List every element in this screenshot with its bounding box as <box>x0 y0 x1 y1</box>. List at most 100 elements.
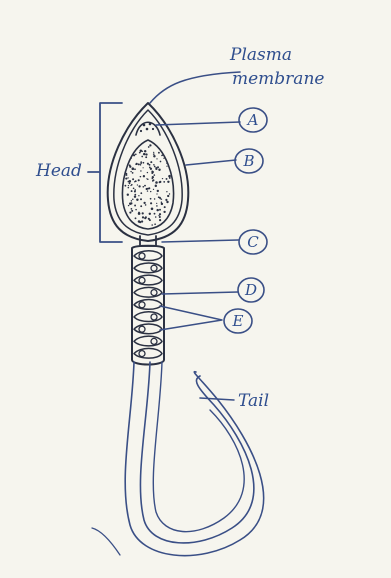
nucleus-speckle <box>149 213 151 215</box>
nucleus-speckle <box>156 203 157 204</box>
head-bracket <box>88 103 122 242</box>
mito-coil <box>134 312 162 322</box>
nucleus-speckle <box>150 191 151 192</box>
nucleus-speckle <box>140 176 142 178</box>
nucleus-speckle <box>154 213 156 215</box>
nucleus-speckle <box>135 217 137 219</box>
nucleus-speckle <box>142 151 143 152</box>
nucleus-speckle <box>163 211 165 213</box>
nucleus-speckle <box>140 162 142 164</box>
nucleus-speckle <box>128 187 130 189</box>
nucleus-speckle <box>150 198 152 200</box>
nucleus-speckle <box>156 205 158 207</box>
nucleus-speckle <box>153 179 155 181</box>
nucleus-speckle <box>166 166 167 167</box>
nucleus-speckle <box>151 171 153 173</box>
nucleus-speckle <box>156 158 157 159</box>
nucleus-speckle <box>161 203 163 205</box>
label-plasma: Plasma <box>229 45 292 65</box>
nucleus-speckle <box>157 166 159 168</box>
nucleus-speckle <box>133 154 135 156</box>
nucleus-speckle <box>135 164 136 165</box>
nucleus-speckle <box>137 184 138 185</box>
nucleus-speckle <box>143 153 145 155</box>
nucleus-speckle <box>166 191 167 192</box>
nucleus-speckle <box>131 210 133 212</box>
nucleus-outline <box>122 140 173 229</box>
mito-loop <box>151 290 157 296</box>
nucleus-speckle <box>132 172 134 174</box>
mito-loop <box>139 277 145 283</box>
mito-coil <box>134 348 162 358</box>
nucleus-speckle <box>139 152 141 154</box>
middle-piece <box>132 246 164 365</box>
nucleus-speckle <box>155 181 158 184</box>
mito-coil <box>134 287 162 297</box>
nucleus-speckle <box>129 164 131 166</box>
nucleus-speckle <box>145 156 147 158</box>
nucleus-speckle <box>151 208 154 211</box>
nucleus-speckle <box>150 202 152 204</box>
nucleus-speckle <box>158 196 160 198</box>
nucleus-speckle <box>134 205 136 207</box>
nucleus-speckle <box>168 175 171 178</box>
nucleus-speckle <box>153 152 154 153</box>
nucleus-speckle <box>138 179 140 181</box>
pointer-a <box>156 122 240 125</box>
nucleus-speckle <box>135 209 137 211</box>
mito-loop <box>139 302 145 308</box>
nucleus-speckle <box>145 153 147 155</box>
nucleus-speckle <box>143 175 145 177</box>
tail-stroke-bottom <box>92 528 120 555</box>
nucleus-speckle <box>132 178 134 180</box>
nucleus-speckle <box>159 181 161 183</box>
mito-coil <box>134 263 162 273</box>
nucleus-speckle <box>146 188 148 190</box>
nucleus-speckle <box>127 194 129 196</box>
nucleus-speckle <box>163 158 164 159</box>
nucleus-speckle <box>138 212 141 215</box>
nucleus-speckle <box>154 198 155 199</box>
pointer-c <box>162 240 238 242</box>
nucleus-speckle <box>131 200 132 201</box>
mito-loop <box>139 351 145 357</box>
nucleus-speckle <box>160 161 162 163</box>
nucleus-speckle <box>153 155 155 157</box>
mito-loop <box>139 253 145 259</box>
nucleus-speckle <box>125 178 127 180</box>
nucleus-speckle <box>151 224 153 226</box>
nucleus-speckle <box>154 223 156 225</box>
nucleus-speckle <box>154 166 156 168</box>
nucleus-speckle <box>132 167 135 170</box>
nucleus-speckle <box>130 157 132 159</box>
nucleus-speckle <box>131 190 133 192</box>
nucleus-speckle <box>169 177 171 179</box>
nucleus-speckle <box>141 220 143 222</box>
label-head: Head <box>35 161 82 181</box>
label-d: D <box>244 281 257 299</box>
nucleus-speckle <box>131 208 133 210</box>
nucleus-speckle <box>148 146 150 148</box>
nucleus-speckle <box>129 202 132 205</box>
mito-coil <box>134 275 162 285</box>
mito-coil <box>134 251 162 261</box>
pointer-b <box>186 160 236 165</box>
nucleus-speckle <box>138 195 139 196</box>
mito-coil <box>134 336 162 346</box>
nucleus-speckle <box>155 216 157 218</box>
nucleus-speckle <box>134 195 136 197</box>
nucleus-speckle <box>143 167 144 168</box>
nucleus-speckle <box>133 187 135 189</box>
nucleus-speckle <box>129 212 131 214</box>
nucleus-speckle <box>156 209 158 211</box>
nucleus-speckle <box>138 220 141 223</box>
nucleus-speckle <box>150 168 152 170</box>
nucleus-speckle <box>128 181 130 183</box>
nucleus-speckle <box>142 212 144 214</box>
nucleus-speckle <box>169 193 170 194</box>
nucleus-speckle <box>166 162 167 163</box>
nucleus-speckle <box>138 163 140 165</box>
nucleus-speckle <box>144 217 146 219</box>
nucleus-speckle <box>159 219 161 221</box>
nucleus-speckle <box>153 174 155 176</box>
